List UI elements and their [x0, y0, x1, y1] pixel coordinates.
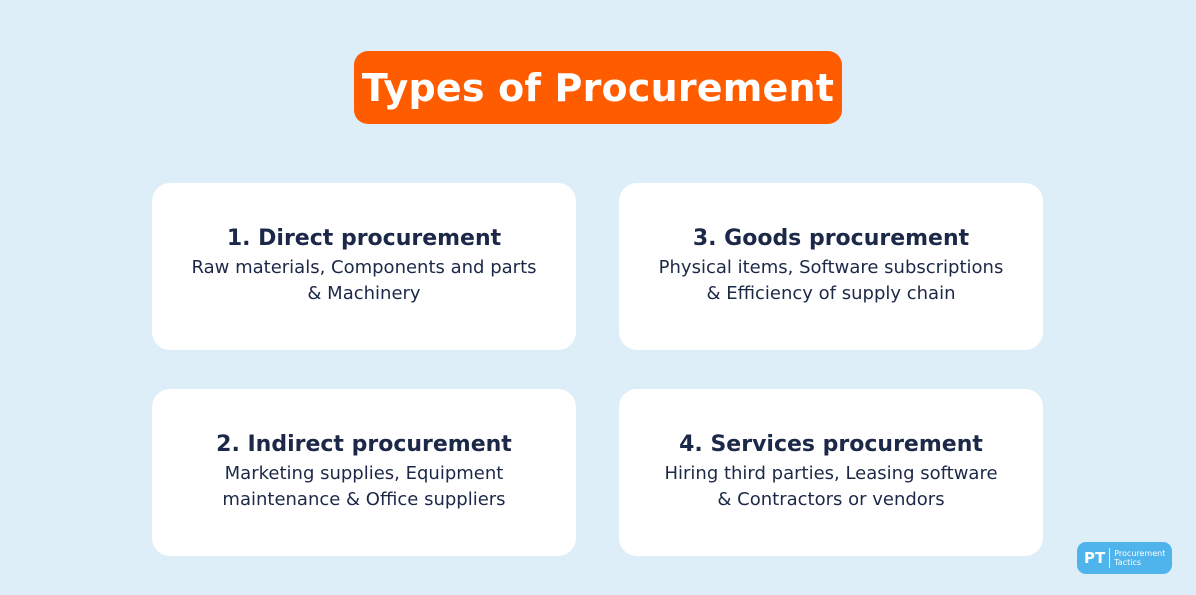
card-desc-line: & Contractors or vendors — [717, 489, 945, 510]
card-description: Hiring third parties, Leasing software &… — [641, 461, 1021, 513]
card-goods-procurement: 3. Goods procurement Physical items, Sof… — [619, 183, 1043, 350]
card-direct-procurement: 1. Direct procurement Raw materials, Com… — [152, 183, 576, 350]
card-desc-line: maintenance & Office suppliers — [222, 489, 506, 510]
page-title: Types of Procurement — [361, 65, 835, 110]
logo-mark-icon: PT — [1077, 548, 1111, 568]
card-desc-line: Hiring third parties, Leasing software — [664, 463, 998, 484]
card-indirect-procurement: 2. Indirect procurement Marketing suppli… — [152, 389, 576, 556]
card-title: 3. Goods procurement — [692, 226, 970, 251]
logo-wordmark: Procurement Tactics — [1110, 549, 1165, 567]
logo-line: Tactics — [1114, 558, 1142, 567]
card-title: 2. Indirect procurement — [216, 432, 512, 457]
card-description: Marketing supplies, Equipment maintenanc… — [174, 461, 554, 513]
title-banner: Types of Procurement — [354, 51, 842, 124]
card-desc-line: Physical items, Software subscriptions — [658, 257, 1004, 278]
card-desc-line: Raw materials, Components and parts — [191, 257, 537, 278]
card-services-procurement: 4. Services procurement Hiring third par… — [619, 389, 1043, 556]
card-description: Physical items, Software subscriptions &… — [641, 255, 1021, 307]
procurement-tactics-logo: PT Procurement Tactics — [1077, 542, 1172, 574]
card-desc-line: Marketing supplies, Equipment — [224, 463, 504, 484]
card-desc-line: & Efficiency of supply chain — [706, 283, 956, 304]
card-desc-line: & Machinery — [307, 283, 421, 304]
card-title: 4. Services procurement — [679, 432, 983, 457]
card-title: 1. Direct procurement — [226, 226, 502, 251]
card-description: Raw materials, Components and parts & Ma… — [174, 255, 554, 307]
logo-line: Procurement — [1114, 549, 1166, 558]
